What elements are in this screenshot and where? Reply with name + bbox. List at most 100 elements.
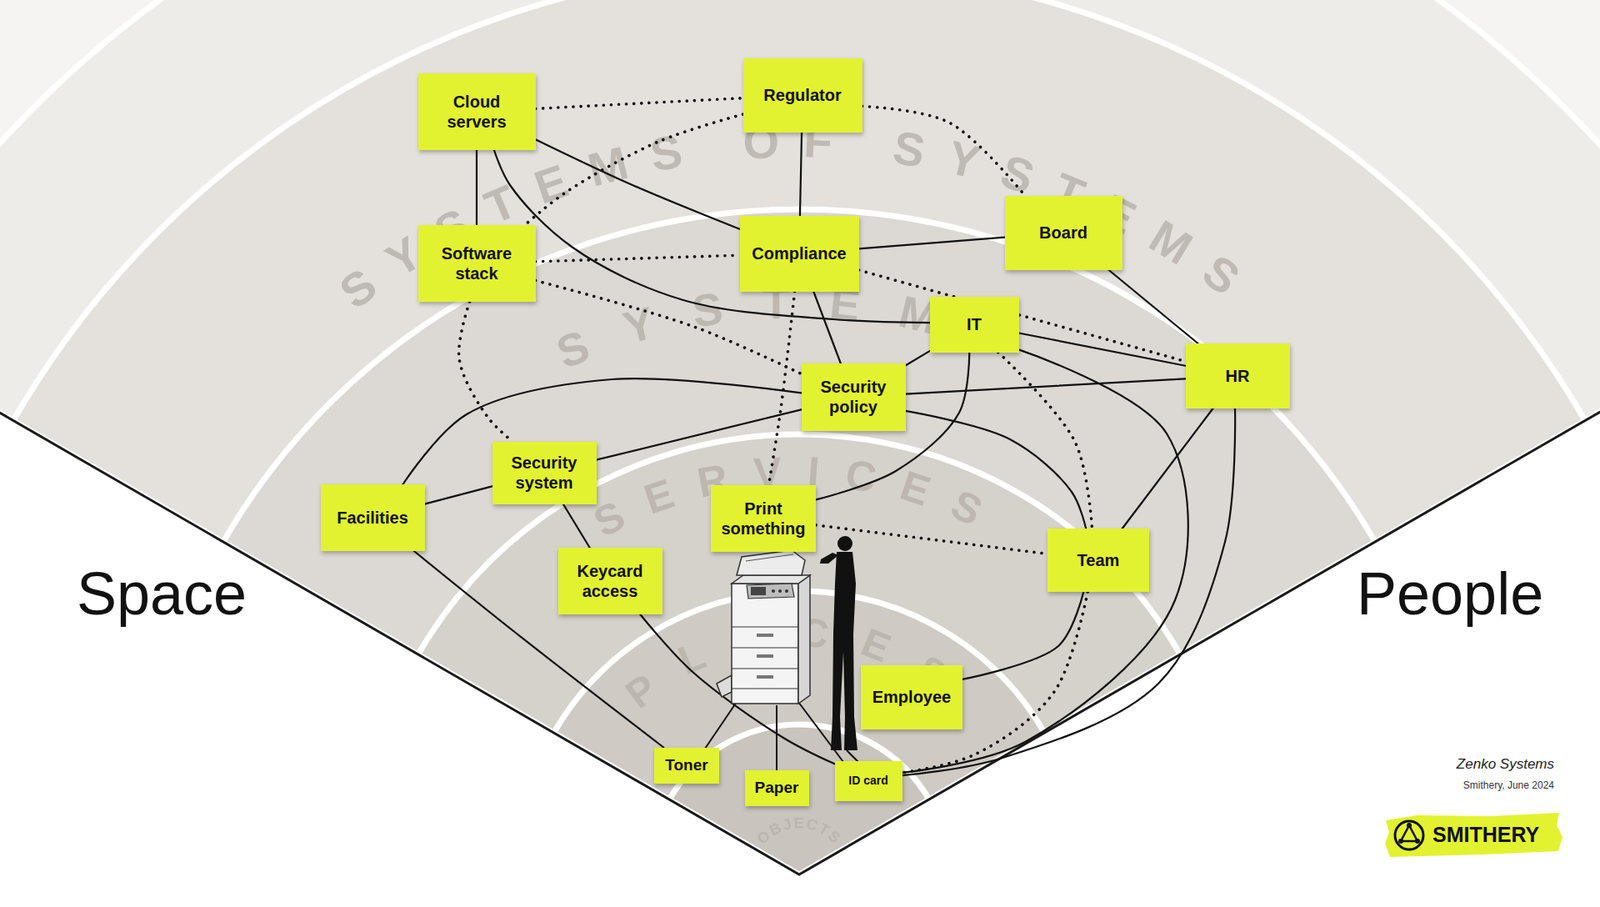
printer-button — [785, 589, 789, 593]
connector-line — [535, 139, 740, 230]
axis-label: Space — [76, 563, 247, 624]
connector-line — [905, 378, 1186, 394]
object-link — [705, 701, 737, 749]
connector-line — [563, 504, 590, 549]
outer-halo — [0, 0, 1600, 875]
printer-drawer — [731, 667, 799, 669]
axis-label: People — [1356, 563, 1544, 624]
printer-side — [798, 575, 810, 704]
node-label: Print something — [716, 498, 810, 540]
logo-icon-dot — [1398, 838, 1404, 844]
band-watermark: PLACES — [617, 609, 981, 717]
node-label: Paper — [755, 777, 800, 797]
dotted-connector — [535, 255, 740, 262]
node-label: IT — [966, 314, 982, 335]
node-label: Regulator — [763, 85, 841, 105]
connector-line — [859, 237, 1005, 250]
node-label: Toner — [665, 755, 708, 775]
connector-line — [494, 150, 930, 323]
printer-body — [731, 583, 799, 704]
node-label: Software stack — [435, 243, 519, 285]
systems-band — [223, 209, 1375, 875]
connector-line — [640, 614, 835, 764]
person-body — [830, 551, 858, 750]
object-link — [846, 750, 859, 762]
node-label: Employee — [872, 686, 951, 707]
places-band — [554, 590, 1045, 875]
node-label: Compliance — [751, 243, 846, 264]
connector-group — [402, 98, 1235, 775]
sticky-note: Paper — [745, 770, 810, 806]
node-label: Security system — [502, 452, 586, 494]
watermark-group: SYSTEMS OF SYSTEMSSYSTEMSSERVICESPLACESO… — [330, 114, 1269, 848]
connector-line — [596, 409, 802, 460]
printer-handle — [756, 633, 774, 637]
sticky-note: ID card — [835, 760, 903, 801]
node-label: Team — [1077, 550, 1120, 570]
object-link — [775, 705, 778, 770]
logo-wordmark: SMITHERY — [1432, 824, 1540, 845]
sticky-note: Keycard access — [558, 547, 663, 615]
sticky-note: Software stack — [418, 225, 536, 302]
connector-line — [962, 591, 1084, 680]
node-label: Board — [1039, 222, 1088, 243]
outer-band — [0, 0, 1600, 875]
sticky-note: Security policy — [801, 363, 906, 431]
printer-scanner — [736, 550, 805, 575]
sticky-note: Print something — [710, 485, 816, 552]
dotted-connector — [862, 105, 1025, 195]
sticky-note: Toner — [654, 747, 720, 784]
object-link — [798, 701, 844, 762]
dotted-connector — [998, 352, 1093, 530]
node-label: Cloud servers — [435, 91, 519, 133]
sticky-note: Cloud servers — [418, 73, 536, 150]
credit-note: Zenko Systems — [1304, 756, 1555, 771]
dotted-connector — [815, 525, 1048, 555]
dotted-connector — [859, 270, 1186, 362]
printer-illustration — [705, 550, 859, 770]
node-label: HR — [1225, 365, 1250, 386]
printer-drawer — [731, 646, 799, 648]
node-label: Keycard access — [568, 560, 652, 602]
printer-drawer — [731, 625, 799, 627]
printer-handle — [756, 675, 774, 679]
connector-line — [905, 350, 930, 365]
sticky-note: Team — [1047, 528, 1150, 592]
connector-line — [425, 485, 493, 504]
sticky-note: Compliance — [740, 215, 860, 292]
printer-screen — [750, 586, 766, 595]
sticky-note: IT — [930, 296, 1020, 353]
band-watermark: SYSTEMS — [550, 277, 1050, 378]
printer-handle — [756, 654, 774, 658]
connector-line — [402, 378, 801, 485]
printer-button — [778, 589, 782, 593]
connector-line — [905, 410, 1087, 529]
logo-icon-dot — [1406, 822, 1412, 828]
sticky-note: Employee — [860, 665, 963, 730]
sticky-note: HR — [1185, 343, 1290, 409]
sticky-note: Regulator — [743, 58, 863, 133]
sticky-note: Facilities — [320, 484, 425, 551]
node-label: Facilities — [336, 507, 409, 528]
dotted-connector — [525, 114, 744, 225]
person-arm — [820, 552, 839, 564]
connector-line — [1108, 270, 1199, 345]
dotted-connector — [768, 291, 795, 486]
person-silhouette — [820, 535, 858, 750]
smithery-logo — [1385, 812, 1563, 857]
dotted-connector — [535, 98, 744, 110]
printer-panel — [746, 583, 795, 599]
printer-drawer — [731, 687, 799, 689]
logo-brush — [1385, 812, 1563, 857]
dotted-connector — [459, 301, 513, 442]
logo-icon-dot — [1415, 838, 1420, 844]
systems-of-systems-band — [13, 0, 1585, 875]
credit-date: Smithery, June 2024 — [1304, 780, 1555, 790]
services-band — [418, 434, 1180, 875]
connector-line — [1019, 332, 1186, 365]
printer-button — [771, 589, 775, 593]
printer-output-tray — [716, 675, 732, 697]
band-watermark: OBJECTS — [753, 814, 845, 847]
printer-detail — [745, 554, 794, 561]
